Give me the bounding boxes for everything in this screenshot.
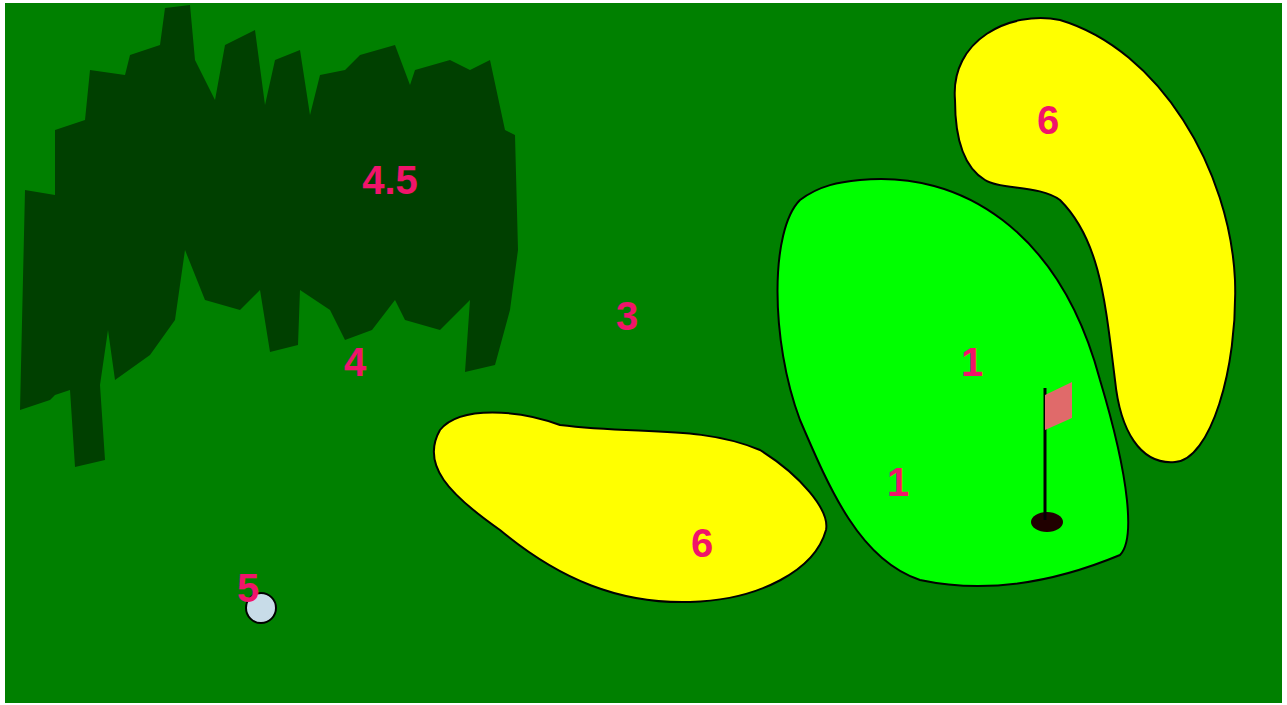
callout-number: 6	[1037, 100, 1059, 140]
putting-green	[778, 179, 1129, 586]
callout-number: 4.5	[362, 160, 418, 200]
callout-number: 1	[887, 462, 909, 502]
callout-number: 4	[344, 342, 366, 382]
trees	[20, 5, 518, 467]
flag	[1045, 382, 1072, 430]
callout-number: 1	[961, 342, 983, 382]
callout-number: 6	[691, 523, 713, 563]
callout-number: 5	[237, 568, 259, 608]
callout-number: 3	[616, 296, 638, 336]
hole	[1031, 512, 1063, 532]
sand-bunker	[434, 413, 827, 603]
sand-bunker	[955, 18, 1236, 462]
fairway	[5, 3, 1282, 703]
